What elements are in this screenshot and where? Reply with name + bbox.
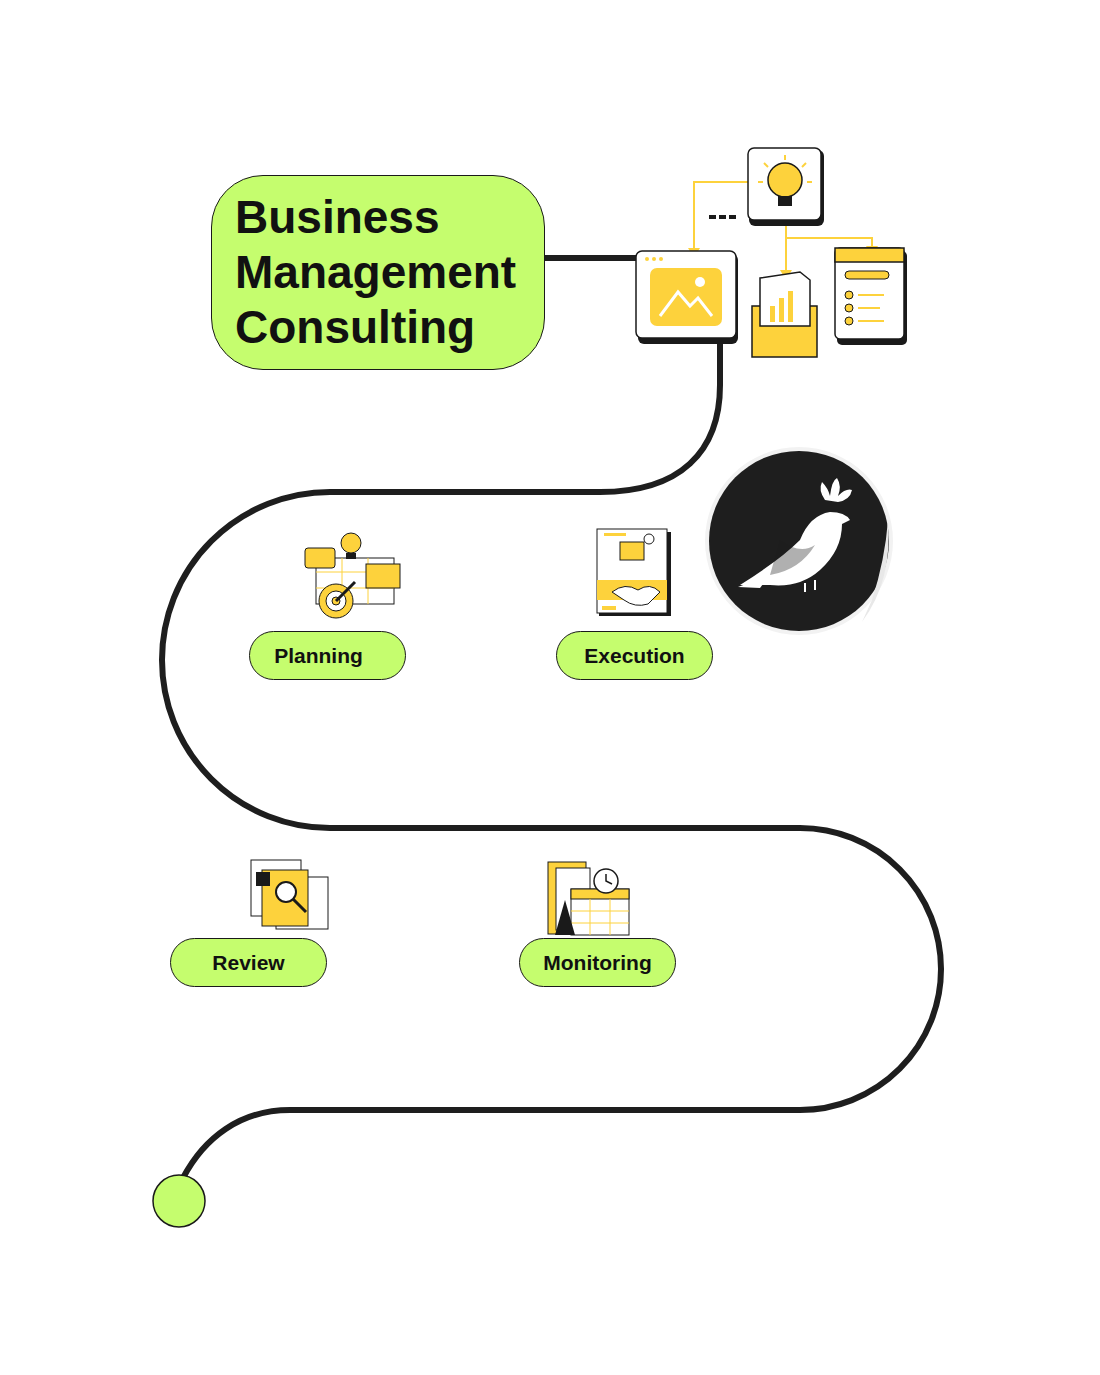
monitoring-icon xyxy=(548,862,629,935)
title-box: Business Management Consulting xyxy=(211,175,545,370)
step-pill: Planning xyxy=(249,631,406,680)
review-icon xyxy=(251,860,328,929)
road-path xyxy=(162,335,941,1178)
bird-logo xyxy=(705,447,893,635)
step-label: Review xyxy=(212,951,284,975)
step-label: Execution xyxy=(584,644,684,668)
end-dot xyxy=(153,1175,205,1227)
title-text: Business Management Consulting xyxy=(235,190,534,355)
step-pill: Review xyxy=(170,938,327,987)
planning-icon xyxy=(305,533,400,618)
step-label: Monitoring xyxy=(543,951,651,975)
road-path xyxy=(540,255,640,261)
execution-icon xyxy=(597,529,671,616)
step-label: Planning xyxy=(274,644,363,668)
step-pill: Execution xyxy=(556,631,713,680)
idea-cluster xyxy=(636,148,907,357)
step-pill: Monitoring xyxy=(519,938,676,987)
